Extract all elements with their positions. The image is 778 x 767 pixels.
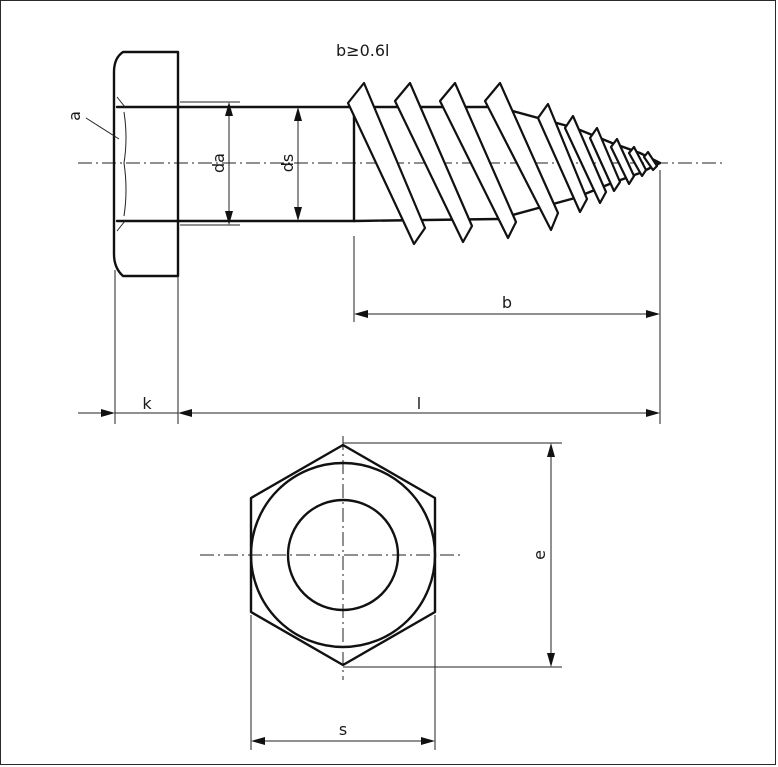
dim-da: da [209,102,233,225]
side-view: da ds a b k [65,41,722,424]
shank [176,105,356,223]
thread-crests [346,81,659,246]
dim-e: e [343,442,562,668]
label-da: da [209,153,228,173]
dim-b: b [354,293,660,318]
label-k: k [142,394,152,413]
bearing-face-circle [249,461,437,649]
label-s: s [339,720,347,739]
hex-head-end [249,443,437,667]
leader-a: a [65,111,120,140]
dim-l: l [178,394,660,417]
dim-k: k [78,394,178,417]
label-ds: ds [278,154,297,173]
label-e: e [530,550,549,560]
dim-ds: ds [278,107,302,221]
end-view: e s [200,436,562,750]
label-l: l [417,394,421,413]
label-a: a [65,111,84,121]
label-b: b [502,293,512,312]
dim-s: s [250,615,436,750]
label-thread-length: b≥0.6l [336,41,389,60]
extension-lines [114,101,661,424]
shank-circle [286,498,400,612]
hex-head-side [112,50,180,278]
